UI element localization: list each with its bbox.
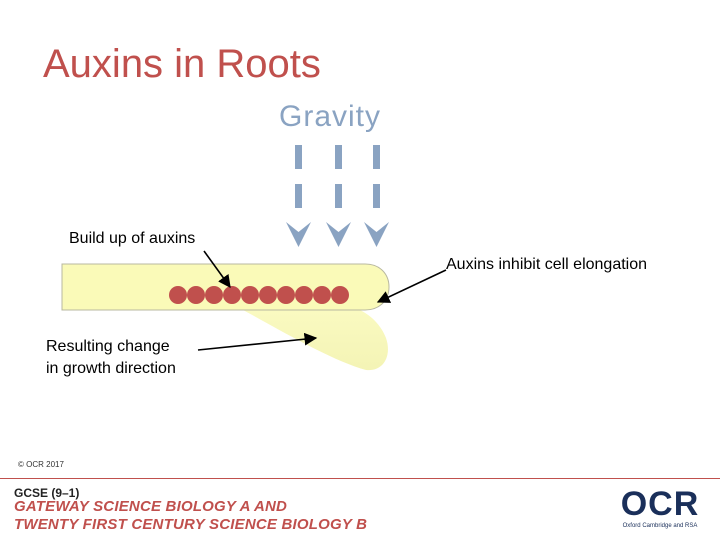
- footer-course-line1: GATEWAY SCIENCE BIOLOGY A AND: [14, 498, 288, 515]
- ocr-logo-mark: OCR: [620, 485, 700, 523]
- auxin-dot: [313, 286, 331, 304]
- auxin-dot: [295, 286, 313, 304]
- auxin-dot: [331, 286, 349, 304]
- footer-gcse: GCSE (9–1): [14, 486, 80, 500]
- auxin-dot: [205, 286, 223, 304]
- gravity-arrow-3: [364, 145, 389, 247]
- slide-title: Auxins in Roots: [43, 42, 321, 86]
- auxin-cluster: [169, 286, 349, 304]
- gravity-label: Gravity: [279, 100, 382, 133]
- label-result-line2: in growth direction: [46, 360, 176, 377]
- gravity-arrow-1: [286, 145, 311, 247]
- auxin-dot: [259, 286, 277, 304]
- label-result-line1: Resulting change: [46, 338, 170, 355]
- auxin-dot: [187, 286, 205, 304]
- auxin-dot: [169, 286, 187, 304]
- auxin-dot: [277, 286, 295, 304]
- label-result: Resulting change in growth direction: [46, 336, 216, 380]
- footer-course-line2: TWENTY FIRST CENTURY SCIENCE BIOLOGY B: [14, 516, 368, 533]
- pointer-result: [197, 332, 318, 351]
- gravity-arrow-2: [326, 145, 351, 247]
- label-inhibit: Auxins inhibit cell elongation: [446, 256, 648, 273]
- auxin-dot: [241, 286, 259, 304]
- bent-root-shape: [225, 300, 388, 371]
- gravity-arrows: [286, 145, 389, 247]
- pointer-inhibit: [376, 269, 447, 303]
- pointer-build-up: [203, 250, 231, 289]
- ocr-logo: OCR Oxford Cambridge and RSA: [610, 486, 710, 529]
- auxin-dot: [223, 286, 241, 304]
- ocr-logo-subtitle: Oxford Cambridge and RSA: [622, 523, 698, 529]
- copyright: © OCR 2017: [18, 460, 64, 469]
- label-build-up: Build up of auxins: [69, 230, 196, 247]
- footer-divider: [0, 478, 720, 479]
